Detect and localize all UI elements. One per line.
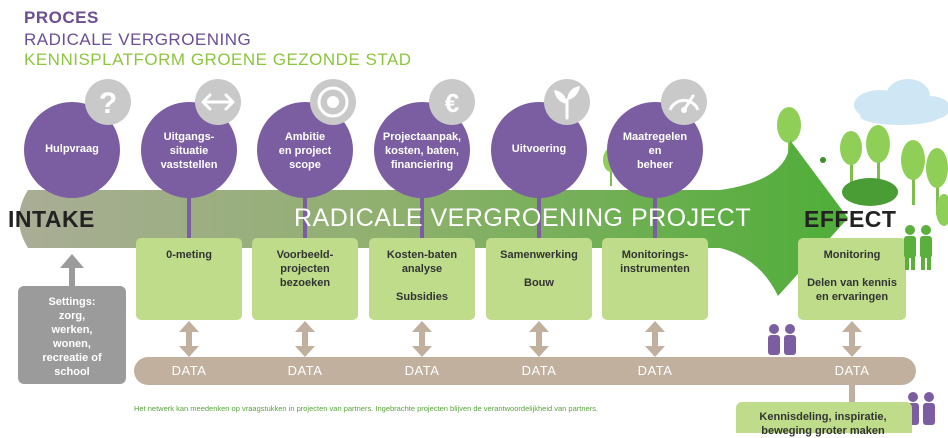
cloud-icon	[854, 79, 948, 125]
step-circle-hulpvraag	[24, 102, 120, 198]
intake-label: INTAKE	[8, 206, 95, 232]
double-arrow-icon	[645, 321, 665, 357]
double-arrow-icon	[412, 321, 432, 357]
flow-arrow	[19, 140, 848, 296]
arrows-icon	[195, 79, 241, 125]
step-connectors	[187, 190, 657, 238]
double-arrows	[179, 321, 862, 404]
sprout-icon	[544, 79, 590, 125]
box-monitoring	[798, 238, 906, 320]
platform-name: KENNISPLATFORM GROENE GEZONDE STAD	[24, 50, 412, 69]
double-arrow-icon	[179, 321, 199, 357]
settings-box	[18, 254, 126, 384]
step-circle-ambitie	[257, 102, 353, 198]
box-samenwerking	[486, 238, 592, 320]
double-arrow-icon	[295, 321, 315, 357]
page-title: PROCES	[24, 8, 99, 27]
double-arrow-icon	[529, 321, 549, 357]
step-label: Maatregelen en beheer	[622, 131, 688, 171]
question-icon: ?	[85, 79, 131, 125]
step-circle-maatregelen	[607, 102, 703, 198]
data-label: DATA	[171, 363, 207, 378]
footnote: Het netwerk kan meedenken op vraagstukke…	[134, 404, 599, 413]
box-label: Samenwerking Bouw	[500, 249, 578, 289]
settings-label: Settings: zorg, werken, wonen, recreatie…	[42, 296, 102, 378]
box-monitoringsinstrumenten	[602, 238, 708, 320]
step-circle-projectaanpak	[374, 102, 470, 198]
hill-icon	[842, 178, 898, 206]
box-label: 0-meting	[166, 249, 212, 261]
page-subtitle: RADICALE VERGROENING	[24, 30, 252, 49]
tree-icon	[901, 140, 925, 205]
box-0-meting	[136, 238, 242, 320]
data-bar	[134, 357, 916, 385]
tree-icon	[926, 148, 948, 215]
step-circles	[24, 102, 703, 198]
box-label: Monitoring Delen van kennis en ervaringe…	[807, 249, 897, 303]
box-label: Monitorings- instrumenten	[620, 249, 690, 275]
euro-icon: €	[429, 79, 475, 125]
landscape-illustration	[603, 79, 948, 226]
tree-icon	[866, 125, 890, 186]
bottom-box	[736, 402, 912, 433]
people-icon	[904, 225, 932, 270]
data-label: DATA	[637, 363, 673, 378]
data-label: DATA	[834, 363, 870, 378]
box-label: Voorbeeld- projecten bezoeken	[276, 249, 334, 289]
target-icon	[310, 79, 356, 125]
svg-text:€: €	[445, 88, 459, 118]
double-arrow-icon	[842, 321, 862, 357]
box-label: Kosten-baten analyse Subsidies	[386, 249, 458, 303]
step-label: Projectaanpak, kosten, baten, financieri…	[382, 131, 462, 171]
svg-text:?: ?	[99, 87, 117, 120]
bee-icon	[820, 157, 826, 163]
bottom-box-label: Kennisdeling, inspiratie, beweging grote…	[759, 411, 887, 437]
step-label: Hulpvraag	[45, 143, 99, 155]
box-voorbeeldprojecten	[252, 238, 358, 320]
tree-icon	[840, 131, 862, 185]
project-label: RADICALE VERGROENING PROJECT	[294, 204, 752, 232]
step-label: Uitgangs- situatie vaststellen	[160, 131, 218, 171]
step-label: Uitvoering	[511, 143, 567, 155]
step-label: Ambitie en project scope	[278, 131, 332, 171]
data-label: DATA	[521, 363, 557, 378]
step-circle-uitgangssituatie	[141, 102, 237, 198]
people-icon	[768, 324, 796, 355]
tree-icon	[936, 194, 948, 226]
effect-label: EFFECT	[804, 206, 897, 232]
connector-to-bottom-box	[849, 384, 855, 404]
data-label: DATA	[287, 363, 323, 378]
data-label: DATA	[404, 363, 440, 378]
step-circle-uitvoering	[491, 102, 587, 198]
gauge-icon	[661, 79, 707, 125]
box-kosten-baten	[369, 238, 475, 320]
green-boxes	[136, 238, 906, 320]
